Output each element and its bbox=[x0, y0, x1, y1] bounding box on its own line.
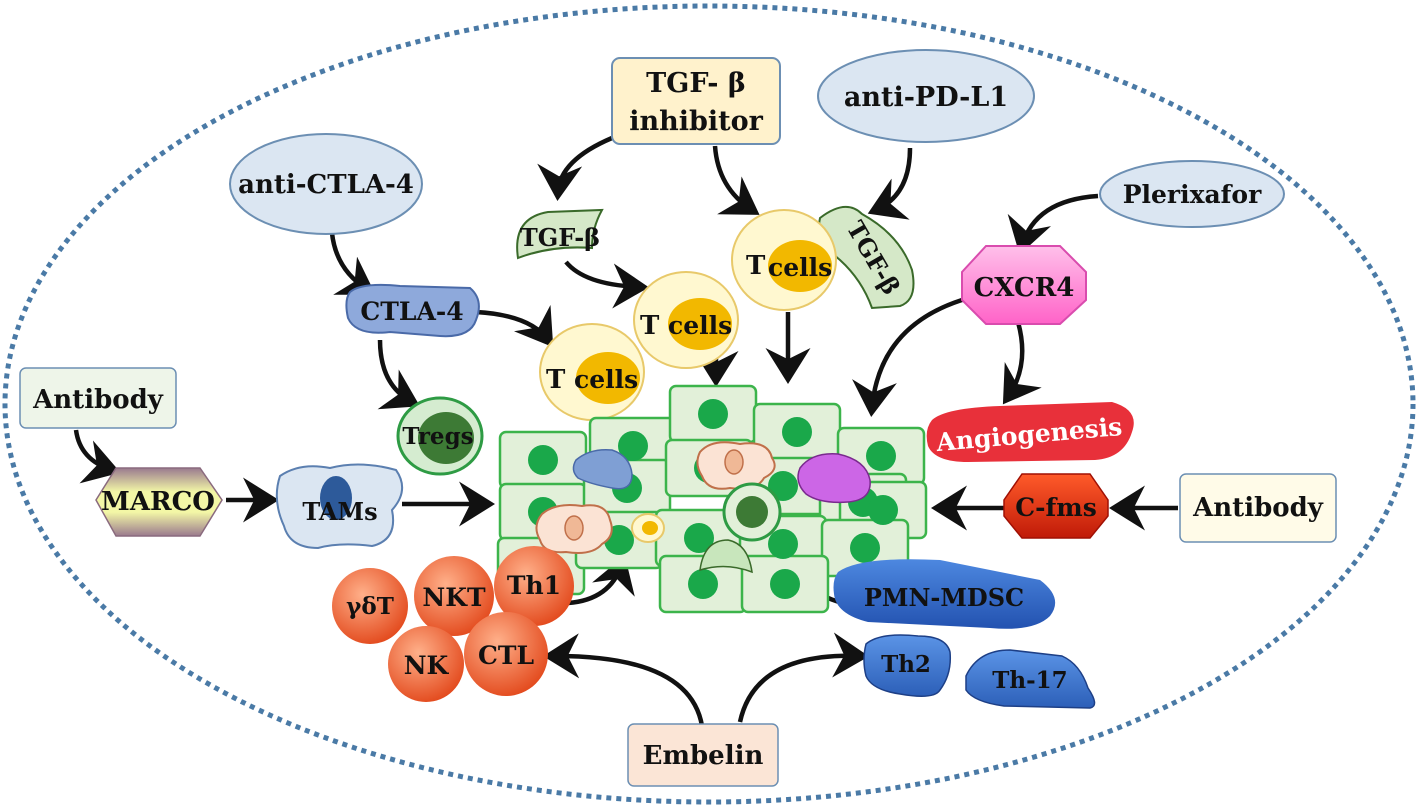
t-cell-1-cells: cells bbox=[768, 253, 832, 282]
tumor-cell-nucleus bbox=[618, 431, 648, 461]
pmn-mdsc-label: PMN-MDSC bbox=[864, 583, 1024, 612]
tams-label: TAMs bbox=[302, 497, 377, 526]
nkt-cell: NKT bbox=[414, 556, 494, 636]
arrow-inhibitor-to-tcells bbox=[712, 145, 760, 215]
t-cell-2-cells: cells bbox=[668, 311, 732, 340]
t-cell-3: T cells bbox=[539, 323, 645, 421]
anti-ctla4-node: anti-CTLA-4 bbox=[229, 133, 423, 235]
arrow-cxcr4-to-angiogenesis bbox=[1002, 321, 1042, 405]
tgf-beta-left-label: TGF-β bbox=[520, 223, 600, 252]
macrophage-nucleus bbox=[564, 515, 584, 541]
arrow-ctla4-to-tcells bbox=[475, 304, 554, 348]
th1-cell: Th1 bbox=[494, 546, 574, 626]
anti-pdl1-node: anti-PD-L1 bbox=[817, 49, 1035, 143]
plerixafor-label: Plerixafor bbox=[1123, 180, 1262, 209]
th17-cell: Th-17 bbox=[965, 649, 1096, 709]
nk-cell: NK bbox=[388, 626, 464, 702]
cxcr4-label: CXCR4 bbox=[974, 273, 1075, 303]
arrow-antibody-to-marco bbox=[73, 429, 121, 484]
nkt-label: NKT bbox=[422, 583, 486, 612]
th2-cell: Th2 bbox=[863, 634, 952, 697]
small-t-cell-nucleus bbox=[642, 521, 658, 535]
tumor-cell-nucleus bbox=[688, 569, 718, 599]
tumor-cell-nucleus bbox=[698, 399, 728, 429]
tumor-cell-nucleus bbox=[770, 569, 800, 599]
cxcr4-node: CXCR4 bbox=[961, 245, 1087, 325]
purple-cell bbox=[797, 453, 871, 504]
th1-label: Th1 bbox=[507, 571, 561, 600]
tumor-cell-nucleus bbox=[768, 471, 798, 501]
t-cell-2: T cells bbox=[633, 271, 739, 369]
marco-label: MARCO bbox=[101, 487, 215, 517]
gamma-delta-t-cell: γδT bbox=[332, 568, 408, 644]
arrow-th1-to-tumor bbox=[567, 555, 635, 606]
tgf-inhibitor-line2: inhibitor bbox=[629, 106, 763, 137]
anti-ctla4-label: anti-CTLA-4 bbox=[238, 170, 414, 200]
plerixafor-node: Plerixafor bbox=[1099, 160, 1285, 228]
arrow-ctla4-to-tregs bbox=[377, 339, 420, 410]
embelin-box: Embelin bbox=[627, 723, 779, 787]
pmn-mdsc-node: PMN-MDSC bbox=[833, 559, 1056, 629]
t-cell-1-t: T bbox=[746, 251, 766, 281]
th17-label: Th-17 bbox=[992, 667, 1067, 694]
ctla4-node: CTLA-4 bbox=[345, 283, 480, 338]
t-cell-1: T cells bbox=[731, 209, 837, 311]
tumor-cell-nucleus bbox=[782, 417, 812, 447]
tregs-cell: Tregs bbox=[396, 396, 484, 476]
angiogenesis-node: Angiogenesis bbox=[926, 402, 1134, 462]
tumor-cell-nucleus bbox=[868, 495, 898, 525]
arrows bbox=[73, 135, 1178, 727]
cfms-node: C-fms bbox=[1003, 473, 1109, 539]
arrow-pdl1-to-tcells bbox=[867, 147, 913, 220]
outer-boundary bbox=[2, 3, 1416, 805]
tumor-cell-nucleus bbox=[850, 533, 880, 563]
antibody-right-label: Antibody bbox=[1192, 493, 1324, 523]
ctl-cell: CTL bbox=[464, 612, 548, 696]
tgf-inhibitor-line1: TGF- β bbox=[646, 68, 746, 99]
embelin-label: Embelin bbox=[643, 741, 764, 771]
antibody-left-label: Antibody bbox=[32, 385, 164, 415]
tumor-cell-nucleus bbox=[768, 529, 798, 559]
ringed-cell-nucleus bbox=[736, 496, 768, 528]
t-cell-3-cells: cells bbox=[574, 365, 638, 394]
antibody-left-box: Antibody bbox=[19, 367, 177, 429]
arrow-inhibitor-to-tgfb bbox=[537, 135, 613, 201]
tgf-beta-receptor-left: TGF-β bbox=[516, 208, 604, 260]
tregs-label: Tregs bbox=[402, 423, 473, 450]
tgf-beta-inhibitor-box: TGF- β inhibitor bbox=[611, 57, 781, 145]
arrow-embelin-to-ctl bbox=[543, 633, 705, 727]
tumor-cell-nucleus bbox=[866, 441, 896, 471]
nk-label: NK bbox=[404, 651, 450, 680]
tams-cell: TAMs bbox=[275, 463, 403, 550]
ctl-label: CTL bbox=[478, 641, 535, 670]
macrophage-nucleus bbox=[724, 449, 744, 475]
ctla4-label: CTLA-4 bbox=[360, 297, 463, 326]
green-receptor bbox=[699, 539, 753, 574]
arrow-embelin-to-th2 bbox=[737, 632, 869, 723]
arrow-plerixafor-to-cxcr4 bbox=[1007, 193, 1099, 255]
th2-label: Th2 bbox=[881, 651, 931, 678]
arrow-cxcr4-to-tumor bbox=[852, 293, 977, 417]
arrow-tgfb-to-tcells bbox=[564, 260, 649, 309]
t-cell-2-t: T bbox=[640, 311, 660, 341]
anti-pdl1-label: anti-PD-L1 bbox=[844, 82, 1008, 113]
tumor-cell-nucleus bbox=[684, 523, 714, 553]
cfms-label: C-fms bbox=[1015, 493, 1097, 522]
arrow-ctla4ab-to-ctla4 bbox=[329, 232, 376, 295]
marco-node: MARCO bbox=[95, 467, 223, 537]
blue-cell bbox=[572, 448, 633, 490]
gamma-delta-t-label: γδT bbox=[346, 593, 394, 620]
tumor-cell-nucleus bbox=[528, 445, 558, 475]
tumor-cell-cluster bbox=[496, 384, 928, 614]
t-cell-3-t: T bbox=[546, 365, 566, 395]
antibody-right-box: Antibody bbox=[1179, 473, 1337, 543]
